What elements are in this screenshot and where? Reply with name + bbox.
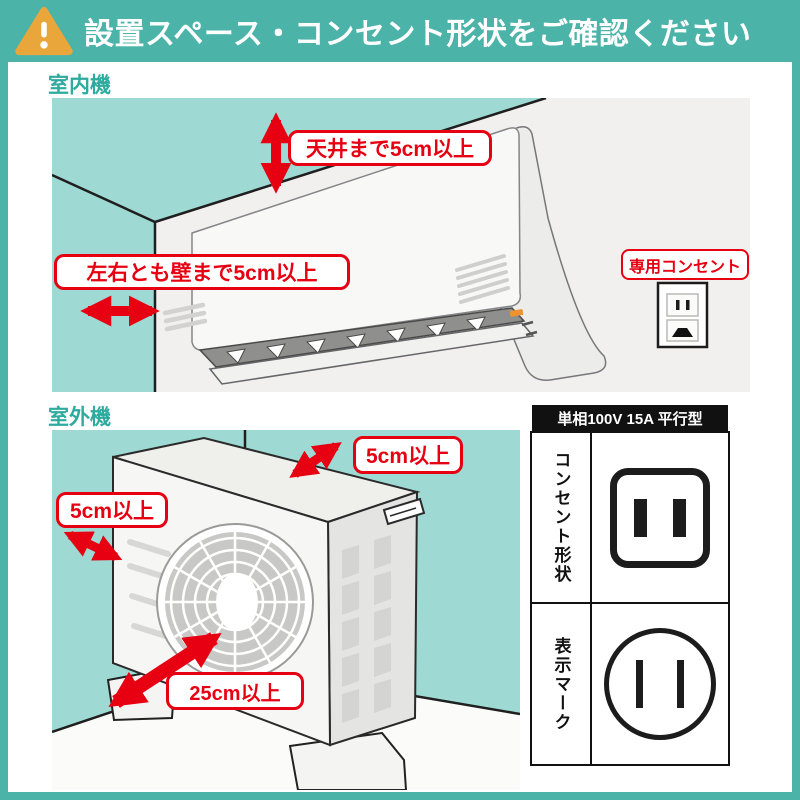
outdoor-scene-graphic xyxy=(52,430,520,790)
indicator-led xyxy=(509,309,538,337)
table-row-plug-mark: 表示マーク xyxy=(532,602,728,764)
outdoor-unit-section-label: 室外機 xyxy=(48,406,111,429)
outlet-shape-row-label: コンセント形状 xyxy=(532,433,592,602)
outdoor-back-clearance-label: 5cm以上 xyxy=(56,492,168,528)
right-vent-slats xyxy=(455,254,510,304)
side-handle xyxy=(382,497,426,526)
left-vent-slats xyxy=(162,302,208,332)
page-title: 設置スペース・コンセント形状をご確認ください xyxy=(84,18,752,51)
wall-outlet-icon xyxy=(656,281,709,349)
outdoor-top-clearance-label: 5cm以上 xyxy=(353,436,463,474)
header-banner: 設置スペース・コンセント形状をご確認ください xyxy=(0,0,800,62)
table-row-outlet-shape: コンセント形状 xyxy=(532,433,728,602)
back-clearance-arrow xyxy=(63,530,123,562)
content-panel: 室内機 xyxy=(8,62,792,792)
parallel-outlet-shape-icon xyxy=(610,467,710,568)
indoor-ac-unit xyxy=(162,126,607,385)
top-clearance-arrow xyxy=(289,442,342,478)
plug-mark-row-label: 表示マーク xyxy=(532,604,592,764)
ceiling-clearance-label: 天井まで5cm以上 xyxy=(288,130,492,166)
power-spec-table: 単相100V 15A 平行型 コンセント形状 表示マーク xyxy=(530,405,730,766)
indoor-unit-illustration: 天井まで5cm以上 左右とも壁まで5cm以上 専用コンセント xyxy=(52,98,750,392)
warning-icon xyxy=(15,6,73,56)
outdoor-unit-illustration: 5cm以上 5cm以上 25cm以上 xyxy=(52,430,520,790)
outdoor-front-clearance-label: 25cm以上 xyxy=(166,672,304,710)
indoor-unit-section-label: 室内機 xyxy=(48,74,111,97)
front-clearance-arrow xyxy=(108,632,222,708)
louver-fins xyxy=(225,316,486,364)
dedicated-outlet-label: 専用コンセント xyxy=(621,249,749,280)
open-flap xyxy=(208,322,535,385)
parallel-plug-mark-icon xyxy=(604,628,716,740)
power-spec-header: 単相100V 15A 平行型 xyxy=(532,405,728,431)
side-clearance-label: 左右とも壁まで5cm以上 xyxy=(54,254,350,290)
